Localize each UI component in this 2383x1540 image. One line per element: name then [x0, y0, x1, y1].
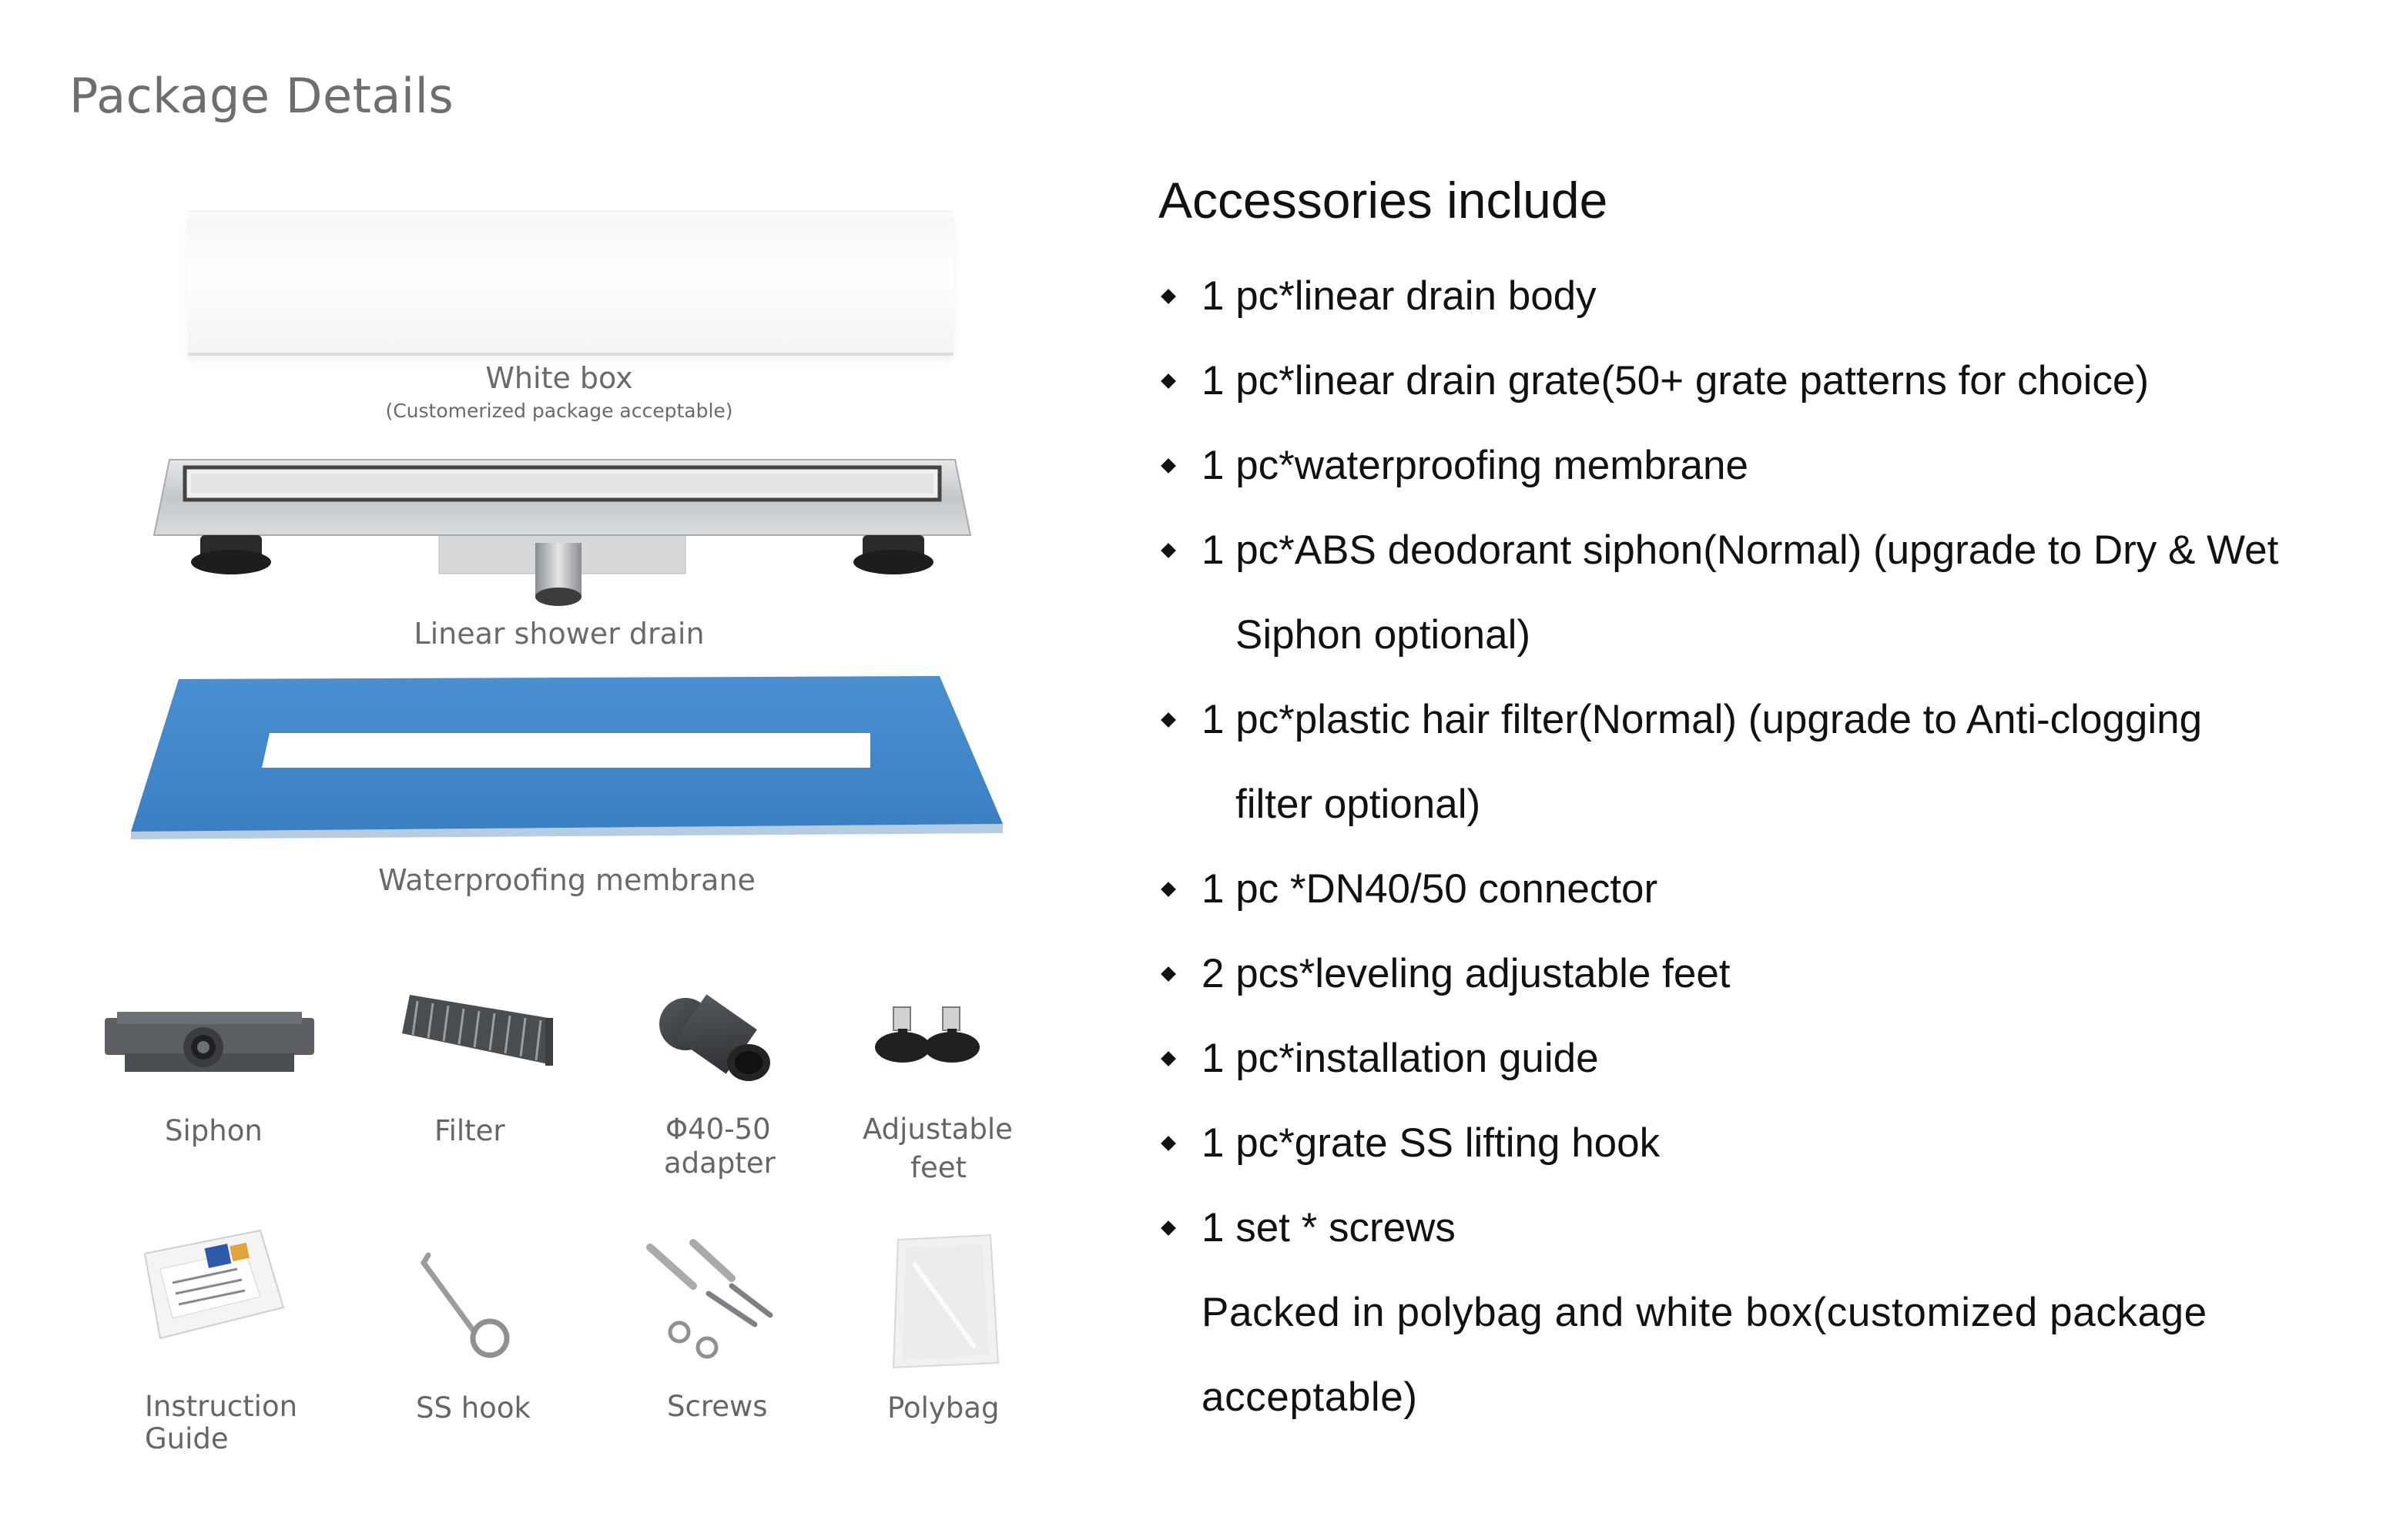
linear-drain-image	[152, 459, 972, 606]
filter-label: Filter	[434, 1114, 505, 1147]
filter-icon	[402, 995, 553, 1066]
white-box-sublabel: (Customerized package acceptable)	[385, 400, 733, 422]
list-item: 1 pc*waterproofing membrane	[1158, 424, 2278, 508]
list-item: 1 pc *DN40/50 connector	[1158, 847, 2278, 932]
bullet-icon	[1161, 373, 1176, 389]
accessories-title: Accessories include	[1158, 172, 1608, 229]
instruction-label-line2: Guide	[145, 1422, 229, 1455]
polybag-label: Polybag	[887, 1391, 1000, 1424]
bullet-icon	[1161, 882, 1176, 897]
bullet-icon	[1161, 458, 1176, 474]
drain-label: Linear shower drain	[414, 617, 705, 651]
bullet-icon	[1161, 1220, 1176, 1236]
adapter-label-line1: Φ40-50	[665, 1113, 771, 1146]
instruction-label-line1: Instruction	[145, 1390, 298, 1423]
list-item: 1 set * screws	[1158, 1186, 2278, 1270]
list-item: 1 pc*linear drain grate(50+ grate patter…	[1158, 339, 2278, 424]
list-item: 1 pc*plastic hair filter(Normal) (upgrad…	[1158, 678, 2278, 847]
screws-label: Screws	[667, 1390, 768, 1423]
polybag-icon	[892, 1234, 1000, 1369]
adapter-label-line2: adapter	[664, 1147, 776, 1180]
bullet-icon	[1161, 289, 1176, 304]
list-item: 1 pc*linear drain body	[1158, 254, 2278, 339]
feet-label-line2: feet	[910, 1151, 967, 1184]
accessories-list: 1 pc*linear drain body 1 pc*linear drain…	[1158, 254, 2278, 1270]
bullet-icon	[1161, 966, 1176, 982]
bullet-icon	[1161, 1051, 1176, 1066]
bullet-icon	[1161, 712, 1176, 728]
bullet-icon	[1161, 543, 1176, 558]
hook-label: SS hook	[416, 1391, 531, 1424]
feet-label-line1: Adjustable	[863, 1113, 1013, 1146]
screws-icon	[646, 1239, 773, 1359]
bullet-icon	[1161, 1136, 1176, 1151]
siphon-label: Siphon	[165, 1114, 263, 1147]
instruction-guide-icon	[143, 1229, 285, 1340]
adapter-icon	[659, 994, 770, 1081]
page-title: Package Details	[69, 68, 454, 124]
list-item: 1 pc*installation guide	[1158, 1016, 2278, 1101]
packed-note: Packed in polybag and white box(customiz…	[1202, 1290, 2207, 1420]
siphon-icon	[105, 1012, 314, 1072]
white-box-label: White box	[485, 361, 633, 395]
membrane-image	[131, 676, 1003, 839]
adjustable-feet-icon	[875, 1006, 980, 1063]
list-item: 2 pcs*leveling adjustable feet	[1158, 932, 2278, 1016]
white-box-image	[188, 211, 954, 356]
membrane-label: Waterproofing membrane	[378, 863, 756, 897]
list-item: 1 pc*grate SS lifting hook	[1158, 1101, 2278, 1186]
list-item: 1 pc*ABS deodorant siphon(Normal) (upgra…	[1158, 508, 2278, 678]
hook-icon	[420, 1252, 510, 1358]
